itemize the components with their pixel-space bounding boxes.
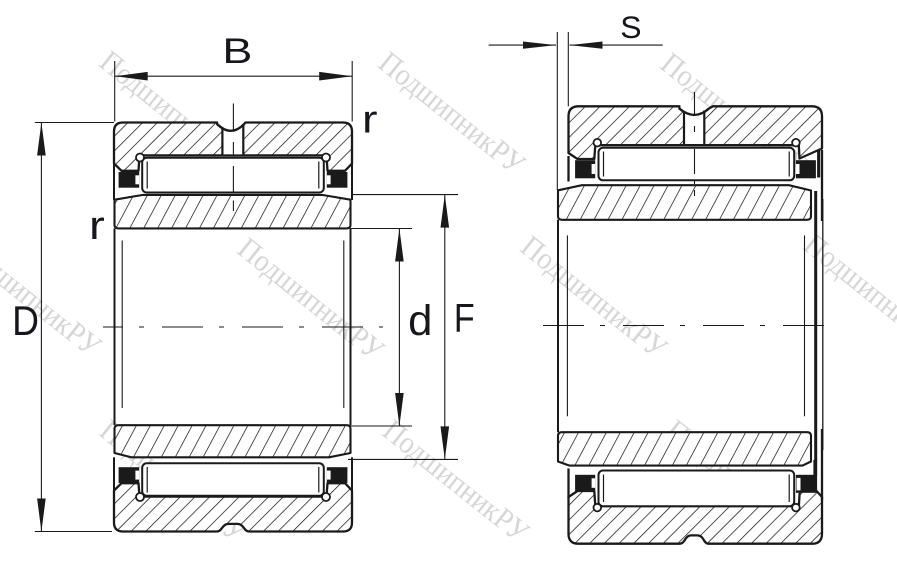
- svg-text:D: D: [12, 298, 39, 344]
- svg-text:F: F: [454, 296, 475, 340]
- svg-text:r: r: [89, 204, 105, 248]
- svg-text:r: r: [362, 98, 378, 142]
- svg-text:S: S: [620, 10, 641, 45]
- svg-text:d: d: [408, 297, 432, 344]
- svg-text:B: B: [222, 32, 252, 71]
